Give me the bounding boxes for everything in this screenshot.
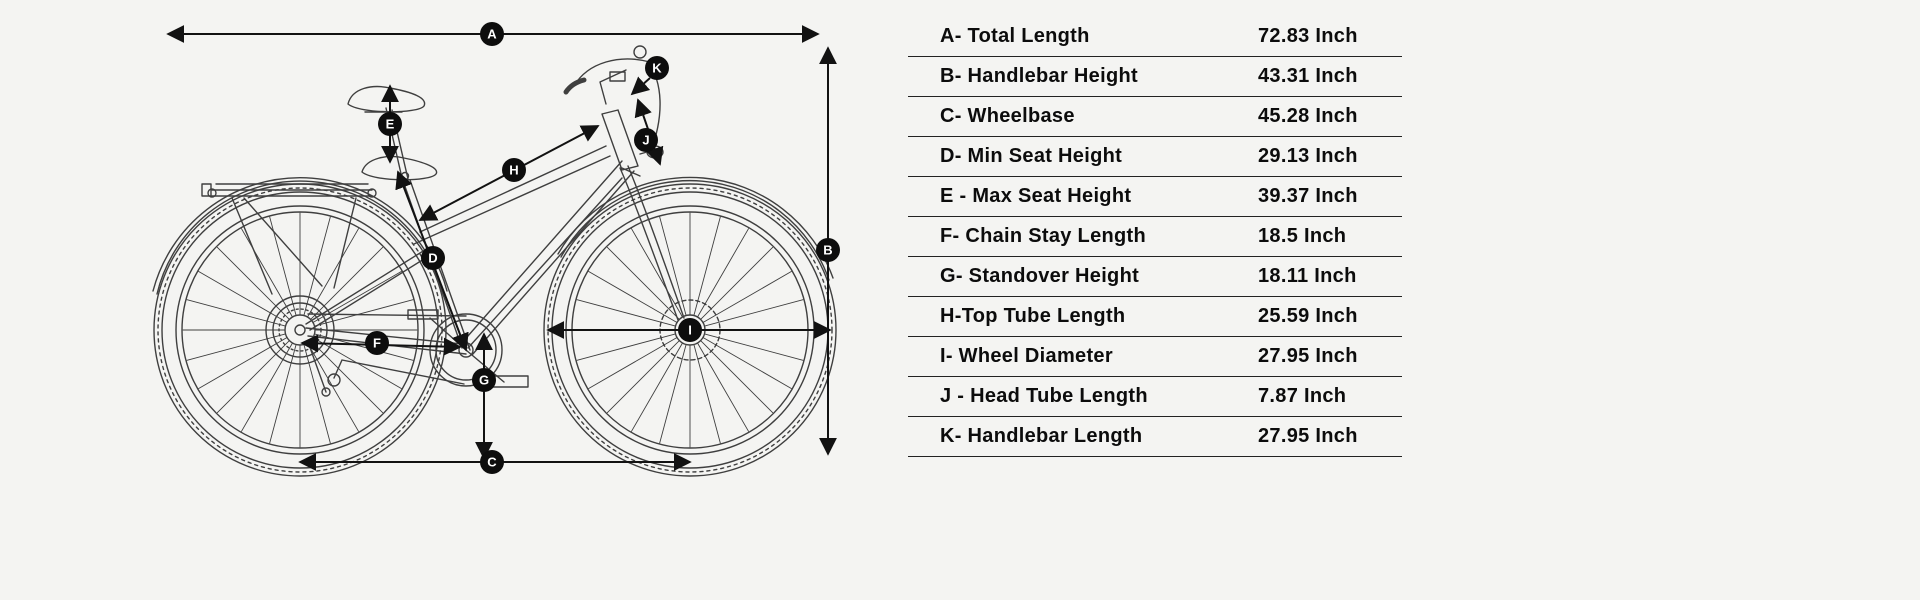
spec-label: F- Chain Stay Length [940,225,1146,247]
marker-b-letter: B [823,243,832,258]
spec-value: 18.5 Inch [1258,225,1347,247]
bike-diagram: A B C D E F G H I J K [152,22,840,477]
marker-g: G [472,368,496,392]
spec-table: A- Total Length 72.83 Inch B- Handlebar … [908,17,1402,457]
frame [305,107,685,356]
spec-value: 27.95 Inch [1258,345,1358,367]
spec-value: 27.95 Inch [1258,425,1358,447]
spec-label: E - Max Seat Height [940,185,1132,207]
spec-value: 18.11 Inch [1258,265,1357,287]
spec-label: H-Top Tube Length [940,305,1126,327]
marker-e: E [378,112,402,136]
marker-c-letter: C [487,455,497,470]
front-fender [557,176,834,281]
spec-value: 39.37 Inch [1258,185,1358,207]
marker-a: A [480,22,504,46]
spec-label: K- Handlebar Length [940,425,1143,447]
marker-d: D [421,246,445,270]
spec-label: I- Wheel Diameter [940,345,1113,367]
marker-f-letter: F [373,336,381,351]
spec-label: A- Total Length [940,25,1090,47]
spec-value: 43.31 Inch [1258,65,1358,87]
handlebar [563,45,661,143]
spec-value: 72.83 Inch [1258,25,1358,47]
marker-a-letter: A [487,27,497,42]
spec-label: B- Handlebar Height [940,65,1138,87]
spec-label: J - Head Tube Length [940,385,1148,407]
marker-h-letter: H [509,163,518,178]
marker-b: B [816,238,840,262]
spec-row-head-tube-length: J - Head Tube Length 7.87 Inch [908,377,1402,417]
marker-g-letter: G [479,373,489,388]
spec-row-handlebar-height: B- Handlebar Height 43.31 Inch [908,57,1402,97]
rear-wheel [153,183,447,477]
marker-d-letter: D [428,251,437,266]
spec-row-wheel-diameter: I- Wheel Diameter 27.95 Inch [908,337,1402,377]
bike-drawing [152,45,837,477]
dimension-k-handlebar-length [630,76,651,96]
spec-row-standover-height: G- Standover Height 18.11 Inch [908,257,1402,297]
spec-row-chain-stay-length: F- Chain Stay Length 18.5 Inch [908,217,1402,257]
marker-h: H [502,158,526,182]
spec-row-wheelbase: C- Wheelbase 45.28 Inch [908,97,1402,137]
spec-row-top-tube-length: H-Top Tube Length 25.59 Inch [908,297,1402,337]
spec-row-max-seat-height: E - Max Seat Height 39.37 Inch [908,177,1402,217]
spec-value: 25.59 Inch [1258,305,1358,327]
dimension-markers: A B C D E F G H I J K [365,22,840,474]
marker-j-letter: J [642,133,649,148]
spec-label: C- Wheelbase [940,105,1075,127]
spec-value: 7.87 Inch [1258,385,1347,407]
marker-k: K [645,56,669,80]
marker-c: C [480,450,504,474]
rear-rack [201,183,377,295]
marker-i-letter: I [688,323,692,338]
marker-i: I [678,318,702,342]
spec-row-handlebar-length: K- Handlebar Length 27.95 Inch [908,417,1402,457]
marker-j: J [634,128,658,152]
spec-value: 45.28 Inch [1258,105,1358,127]
spec-row-min-seat-height: D- Min Seat Height 29.13 Inch [908,137,1402,177]
spec-value: 29.13 Inch [1258,145,1358,167]
spec-label: D- Min Seat Height [940,145,1123,167]
marker-e-letter: E [386,117,395,132]
spec-label: G- Standover Height [940,265,1140,287]
marker-f: F [365,331,389,355]
marker-k-letter: K [652,61,662,76]
spec-row-total-length: A- Total Length 72.83 Inch [908,17,1402,57]
dimension-arrows [166,25,837,471]
